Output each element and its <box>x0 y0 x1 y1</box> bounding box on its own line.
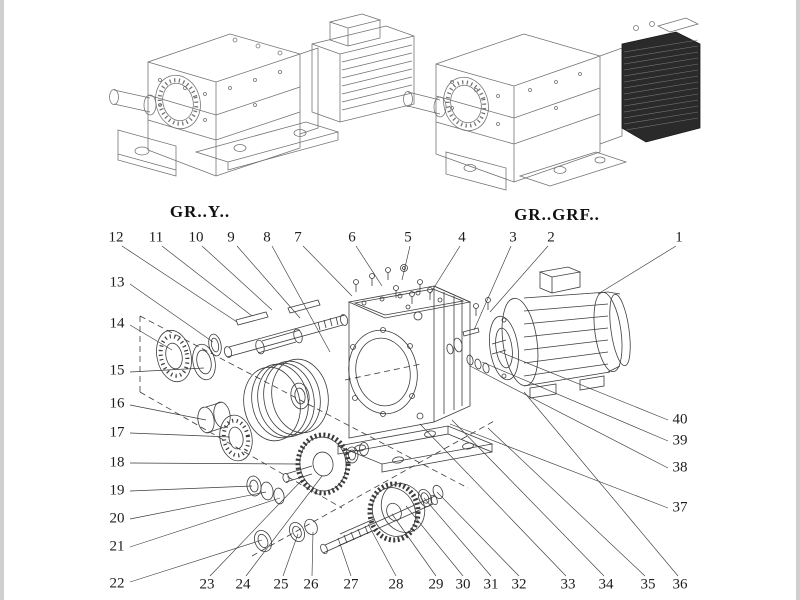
callout-7: 7 <box>294 229 302 246</box>
callout-39: 39 <box>672 432 688 449</box>
gearbox-housing-drawing <box>147 33 301 177</box>
callout-4: 4 <box>458 229 466 246</box>
washers-intermediate <box>246 475 285 505</box>
exploded-view <box>121 245 679 583</box>
leader-lines <box>121 245 679 583</box>
spacer-sleeve <box>197 401 231 434</box>
page-edge-left <box>0 0 4 600</box>
ball-bearing-intermediate <box>219 414 253 462</box>
callout-18: 18 <box>109 454 125 471</box>
cover-bolts <box>353 264 433 304</box>
electric-motor <box>489 266 631 399</box>
large-ribbed-gear <box>243 358 329 442</box>
callout-15: 15 <box>109 362 125 379</box>
callout-2: 2 <box>547 229 555 246</box>
isometric-view-gr-grf <box>403 17 701 191</box>
motor-drawing <box>299 13 415 135</box>
callout-22: 22 <box>109 575 125 592</box>
callout-3: 3 <box>509 229 517 246</box>
callout-12: 12 <box>108 229 124 246</box>
callout-40: 40 <box>672 411 688 428</box>
callout-8: 8 <box>263 229 271 246</box>
output-shaft-assembly <box>254 481 444 555</box>
callout-34: 34 <box>598 576 614 593</box>
mounting-feet-drawing <box>117 121 340 177</box>
callout-13: 13 <box>109 274 125 291</box>
callout-17: 17 <box>109 424 125 441</box>
callout-37: 37 <box>672 499 688 516</box>
oil-seal <box>192 343 216 381</box>
callout-1: 1 <box>675 229 683 246</box>
callout-24: 24 <box>235 576 251 593</box>
callout-33: 33 <box>560 576 576 593</box>
callout-5: 5 <box>404 229 412 246</box>
isometric-view-gr-y <box>109 13 415 177</box>
callout-14: 14 <box>109 315 125 332</box>
output-shaft-drawing <box>109 89 157 116</box>
callout-9: 9 <box>227 229 235 246</box>
callout-23: 23 <box>199 576 215 593</box>
callout-35: 35 <box>640 576 656 593</box>
callout-20: 20 <box>109 510 125 527</box>
model-label-gr-y: GR..Y.. <box>169 202 231 221</box>
callout-30: 30 <box>455 576 471 593</box>
callout-11: 11 <box>148 229 164 246</box>
callout-32: 32 <box>511 576 527 593</box>
callout-38: 38 <box>672 459 688 476</box>
callout-19: 19 <box>109 482 125 499</box>
callout-27: 27 <box>343 576 359 593</box>
callout-26: 26 <box>303 576 319 593</box>
motor-coupling-parts <box>446 297 491 374</box>
mounting-feet-drawing <box>445 151 628 191</box>
callout-16: 16 <box>109 395 125 412</box>
callout-21: 21 <box>109 538 125 555</box>
base-plate <box>336 425 494 473</box>
callout-29: 29 <box>428 576 444 593</box>
snap-ring <box>208 333 222 357</box>
gearbox-housing <box>344 285 472 439</box>
output-shaft-drawing <box>403 91 447 118</box>
callout-6: 6 <box>348 229 356 246</box>
callout-31: 31 <box>483 576 499 593</box>
callout-25: 25 <box>273 576 289 593</box>
callout-10: 10 <box>188 229 204 246</box>
model-label-gr-grf: GR..GRF.. <box>514 205 600 224</box>
compact-motor-drawing <box>599 17 701 145</box>
ball-bearing-front <box>156 329 192 383</box>
input-shaft-assembly <box>223 299 349 358</box>
page-edge-right <box>796 0 800 600</box>
callout-28: 28 <box>388 576 404 593</box>
callout-36: 36 <box>672 576 688 593</box>
gearbox-housing-drawing <box>435 33 601 183</box>
